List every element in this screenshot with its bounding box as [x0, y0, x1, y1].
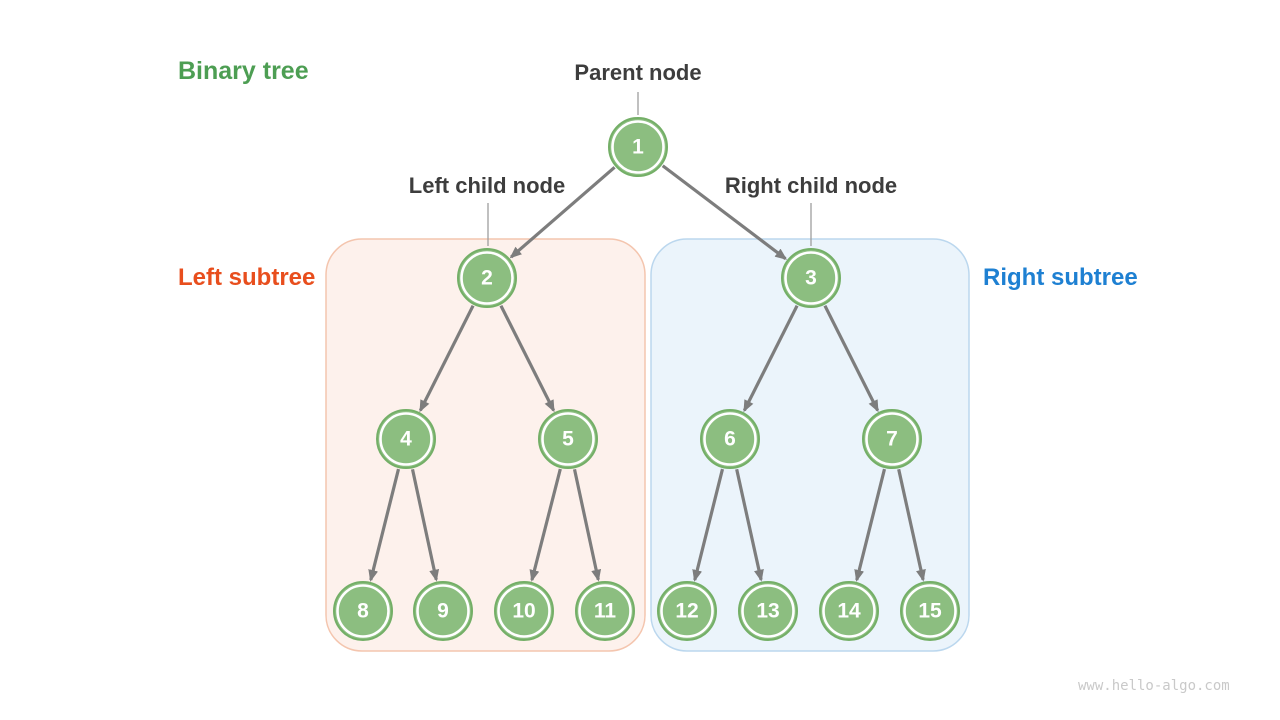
- node-inner-ring: [865, 412, 919, 466]
- node-circle: [862, 409, 922, 469]
- node-circle: [413, 581, 473, 641]
- tree-node-13: 13: [738, 581, 798, 641]
- tree-node-14: 14: [819, 581, 879, 641]
- right-subtree-box: [650, 238, 970, 652]
- node-inner-ring: [336, 584, 390, 638]
- subtree-boxes-layer: [325, 238, 970, 652]
- node-value: 12: [675, 600, 698, 623]
- left-subtree-box: [325, 238, 646, 652]
- tree-node-5: 5: [538, 409, 598, 469]
- edge-7-15: [897, 468, 926, 582]
- node-value: 1: [632, 136, 644, 159]
- edge-6-13: [735, 468, 764, 582]
- node-value: 10: [512, 600, 535, 623]
- node-inner-ring: [460, 251, 514, 305]
- node-circle: [376, 409, 436, 469]
- node-circle: [608, 117, 668, 177]
- right-subtree-label: Right subtree: [983, 264, 1138, 291]
- tree-node-3: 3: [781, 248, 841, 308]
- node-circle: [494, 581, 554, 641]
- node-value: 8: [357, 600, 369, 623]
- node-circle: [819, 581, 879, 641]
- node-inner-ring: [541, 412, 595, 466]
- node-circle: [700, 409, 760, 469]
- edge-6-12: [692, 468, 725, 582]
- tree-node-12: 12: [657, 581, 717, 641]
- node-circle: [738, 581, 798, 641]
- page-title: Binary tree: [178, 57, 309, 85]
- node-value: 9: [437, 600, 449, 623]
- node-value: 4: [400, 428, 412, 451]
- node-value: 7: [886, 428, 898, 451]
- node-circle: [657, 581, 717, 641]
- edge-2-4: [418, 304, 475, 413]
- tree-node-8: 8: [333, 581, 393, 641]
- node-circle: [457, 248, 517, 308]
- edge-5-10: [529, 468, 562, 582]
- node-inner-ring: [578, 584, 632, 638]
- node-inner-ring: [611, 120, 665, 174]
- node-value: 6: [724, 428, 736, 451]
- node-inner-ring: [741, 584, 795, 638]
- node-value: 13: [756, 600, 779, 623]
- tree-node-7: 7: [862, 409, 922, 469]
- edges-layer: [368, 92, 926, 582]
- tree-node-2: 2: [457, 248, 517, 308]
- tree-node-1: 1: [608, 117, 668, 177]
- node-value: 14: [837, 600, 861, 623]
- node-inner-ring: [497, 584, 551, 638]
- tree-node-10: 10: [494, 581, 554, 641]
- edge-4-9: [410, 468, 440, 582]
- node-value: 15: [918, 600, 942, 623]
- node-circle: [575, 581, 635, 641]
- left-child-node-label: Left child node: [408, 173, 566, 198]
- tree-node-11: 11: [575, 581, 635, 641]
- left-subtree-label: Left subtree: [178, 264, 316, 291]
- node-value: 3: [805, 267, 817, 290]
- edge-3-7: [823, 304, 880, 413]
- tree-node-15: 15: [900, 581, 960, 641]
- node-value: 5: [562, 428, 574, 451]
- edge-1-2: [509, 166, 616, 259]
- right-child-node-label: Right child node: [724, 173, 898, 198]
- tree-node-9: 9: [413, 581, 473, 641]
- node-inner-ring: [903, 584, 957, 638]
- edge-2-5: [499, 304, 556, 413]
- node-value: 2: [481, 267, 493, 290]
- node-circle: [538, 409, 598, 469]
- node-circle: [333, 581, 393, 641]
- node-inner-ring: [784, 251, 838, 305]
- node-value: 11: [594, 600, 617, 623]
- node-inner-ring: [416, 584, 470, 638]
- edge-5-11: [572, 468, 602, 582]
- parent-node-label: Parent node: [574, 60, 702, 85]
- edge-4-8: [368, 468, 401, 582]
- tree-node-4: 4: [376, 409, 436, 469]
- watermark: www.hello-algo.com: [1078, 678, 1230, 694]
- node-circle: [781, 248, 841, 308]
- node-inner-ring: [660, 584, 714, 638]
- edge-3-6: [742, 304, 799, 413]
- tree-node-6: 6: [700, 409, 760, 469]
- node-inner-ring: [379, 412, 433, 466]
- edge-7-14: [854, 468, 887, 582]
- node-circle: [900, 581, 960, 641]
- node-inner-ring: [703, 412, 757, 466]
- edge-1-3: [661, 164, 788, 260]
- node-inner-ring: [822, 584, 876, 638]
